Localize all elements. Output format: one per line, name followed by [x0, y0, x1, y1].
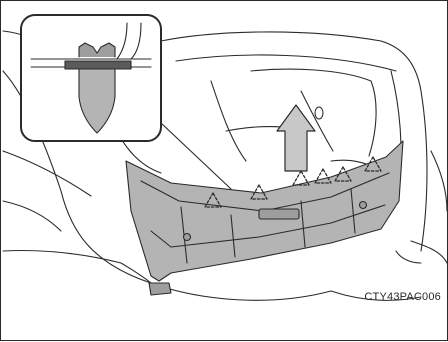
- remove-arrow-icon: [277, 105, 315, 171]
- leader-line: [161, 123, 231, 189]
- clip-detail-icon: [21, 15, 161, 141]
- rear-trim-panel: [126, 141, 403, 295]
- figure-code: CTY43PAC006: [364, 291, 441, 303]
